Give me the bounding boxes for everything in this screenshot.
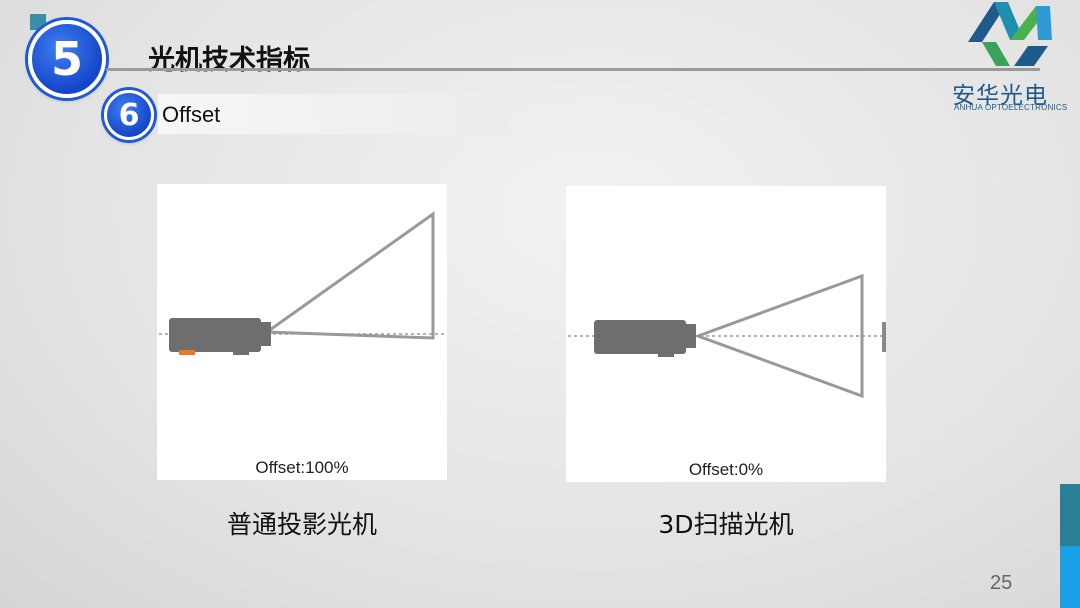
offset-label: Offset:0% xyxy=(688,460,764,479)
offset-0-illustration xyxy=(568,273,886,399)
accent-bar-teal xyxy=(1060,484,1080,546)
offset-label: Offset:100% xyxy=(255,458,349,477)
subsection-number: 6 xyxy=(118,97,140,133)
page-number: 25 xyxy=(990,572,1013,594)
logo-name-en: ANHUA OPTOELECTRONICS xyxy=(954,103,1068,112)
title-divider xyxy=(106,68,1040,71)
subsection-title: Offset xyxy=(162,102,221,127)
section-number: 5 xyxy=(50,32,83,86)
subsection-number-badge: 6 xyxy=(104,90,154,140)
normal-projector-diagram: Offset:100% xyxy=(157,184,447,480)
logo-name-cn: 安华光电 xyxy=(952,83,1048,109)
section-number-badge: 5 xyxy=(28,20,106,98)
accent-bar-blue xyxy=(1060,546,1080,608)
subtitle-bar xyxy=(158,94,506,134)
panel-caption: 普通投影光机 xyxy=(226,510,377,539)
3d-scan-projector-diagram: Offset:0% xyxy=(566,186,886,482)
offset-100-illustration xyxy=(159,211,445,355)
panel-caption: 3D扫描光机 xyxy=(658,510,794,539)
company-logo-icon xyxy=(968,2,1052,66)
corner-accent-square xyxy=(30,14,46,30)
page-title: 光机技术指标 xyxy=(148,45,310,76)
